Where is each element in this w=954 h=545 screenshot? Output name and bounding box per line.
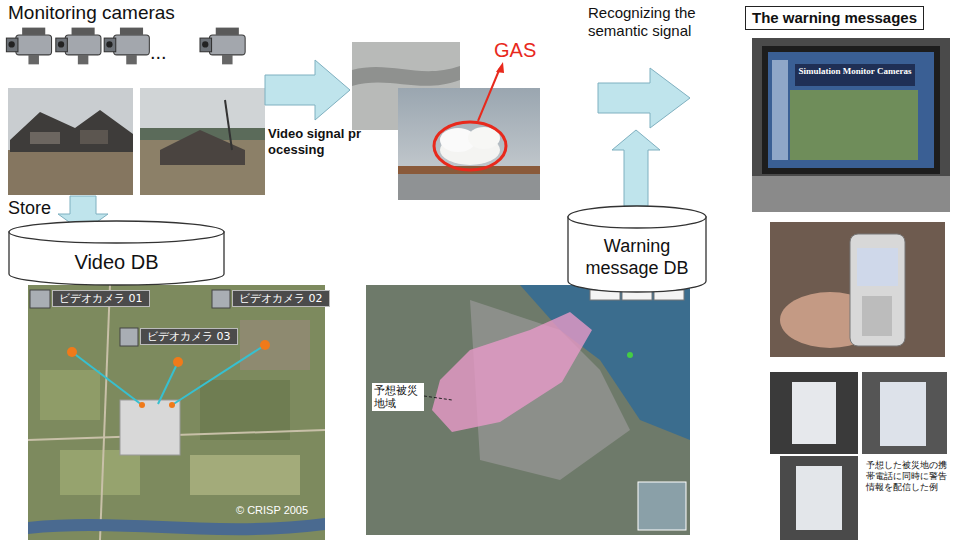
hazard-map	[424, 396, 452, 400]
node-text: ビデオカメラ 01	[59, 292, 143, 305]
camera-tag: ビデオカメラ 02	[232, 290, 330, 307]
flow-label: Video signal processing	[268, 126, 363, 157]
camera-map	[28, 518, 325, 535]
flood-photo	[140, 88, 265, 195]
camera-icons	[6, 28, 245, 65]
hazard-map	[638, 482, 686, 530]
phone-photo	[770, 222, 945, 357]
camera-tag: ビデオカメラ 03	[140, 328, 238, 345]
camera-map	[100, 285, 110, 540]
phone-photo	[780, 456, 858, 540]
title-label: Monitoring cameras	[8, 2, 175, 25]
flow-label: Recognizing the semantic signal	[588, 4, 696, 40]
laptop-photo	[795, 64, 915, 86]
note: 予想した被災地の携帯電話に同時に警告情報を配信した例	[866, 460, 948, 492]
camera-map	[212, 290, 230, 308]
laptop-photo	[752, 38, 950, 212]
gas-photo	[434, 122, 506, 170]
flood-photo	[80, 130, 108, 144]
copyright: © CRISP 2005	[236, 504, 308, 517]
flood-photo	[8, 88, 133, 195]
block-arrow	[265, 60, 350, 120]
camera-map	[260, 340, 270, 350]
phone-photo	[770, 372, 858, 454]
flow-label: Store	[8, 198, 51, 220]
laptop-photo	[752, 38, 950, 212]
laptop-photo	[762, 46, 940, 174]
phone-photo	[770, 222, 945, 357]
gas-photo	[398, 62, 540, 200]
phone-photo	[880, 382, 926, 446]
camera-map	[30, 290, 50, 308]
camera-map	[120, 328, 138, 346]
gas-photo	[398, 174, 540, 200]
block-arrow	[612, 130, 660, 206]
camera-map	[60, 450, 140, 495]
video-frame	[352, 66, 460, 86]
node-text: The warning messages	[752, 9, 917, 27]
screen-title: Simulation Monitor Cameras	[797, 66, 913, 77]
hazard-map	[366, 285, 690, 535]
camera-map	[173, 357, 183, 367]
camera-map	[169, 402, 175, 408]
gas-photo	[398, 88, 540, 200]
camera-map	[158, 362, 178, 404]
phone-photo	[862, 372, 947, 454]
gas-photo	[496, 62, 504, 73]
laptop-photo	[768, 52, 934, 168]
phone-photo	[770, 372, 947, 540]
camera-map	[190, 455, 300, 495]
flood-photo	[8, 150, 133, 195]
phone-photo	[862, 296, 892, 336]
camera-map	[40, 370, 100, 420]
camera-map	[28, 285, 325, 540]
camera-icons	[104, 28, 149, 65]
database-cylinder: Video DB	[8, 220, 225, 286]
camera-map	[172, 345, 265, 405]
flood-photo	[225, 100, 232, 150]
camera-tag: ビデオカメラ 01	[52, 290, 150, 307]
camera-map	[139, 402, 145, 408]
flood-photo	[30, 132, 60, 144]
ellipsis: ...	[150, 40, 167, 64]
flood-photo	[8, 88, 133, 195]
camera-icons	[200, 28, 245, 65]
flood-photo	[140, 88, 265, 195]
hazard-map	[627, 352, 633, 358]
hazard-map	[432, 312, 592, 432]
cylinder-top	[568, 206, 706, 228]
phone-photo	[796, 466, 842, 530]
laptop-photo	[752, 176, 950, 212]
laptop-photo	[790, 90, 918, 160]
flood-photo	[10, 110, 133, 152]
camera-map	[240, 320, 310, 370]
gas-photo	[478, 68, 500, 121]
camera-map	[67, 347, 77, 357]
phone-photo	[857, 248, 898, 286]
gas-label: GAS	[494, 38, 536, 62]
phone-photo	[850, 234, 905, 346]
area-label: 予想被災地域	[372, 383, 424, 411]
laptop-photo	[772, 60, 788, 160]
node-text: ビデオカメラ 02	[239, 292, 323, 305]
cylinder-top	[9, 221, 224, 243]
node-text: ビデオカメラ 03	[147, 330, 231, 343]
hazard-map	[366, 285, 690, 535]
node-text: Video DB	[74, 250, 158, 274]
camera-icons	[56, 28, 101, 65]
camera-map	[28, 285, 325, 540]
database-cylinder: Warning message DB	[567, 205, 707, 293]
camera-map	[120, 400, 180, 455]
phone-photo	[792, 382, 836, 444]
node-text: Warning message DB	[581, 236, 693, 279]
block-arrow	[598, 68, 690, 128]
camera-map	[72, 352, 142, 405]
title-box: The warning messages	[745, 6, 924, 30]
camera-icons	[6, 28, 51, 65]
